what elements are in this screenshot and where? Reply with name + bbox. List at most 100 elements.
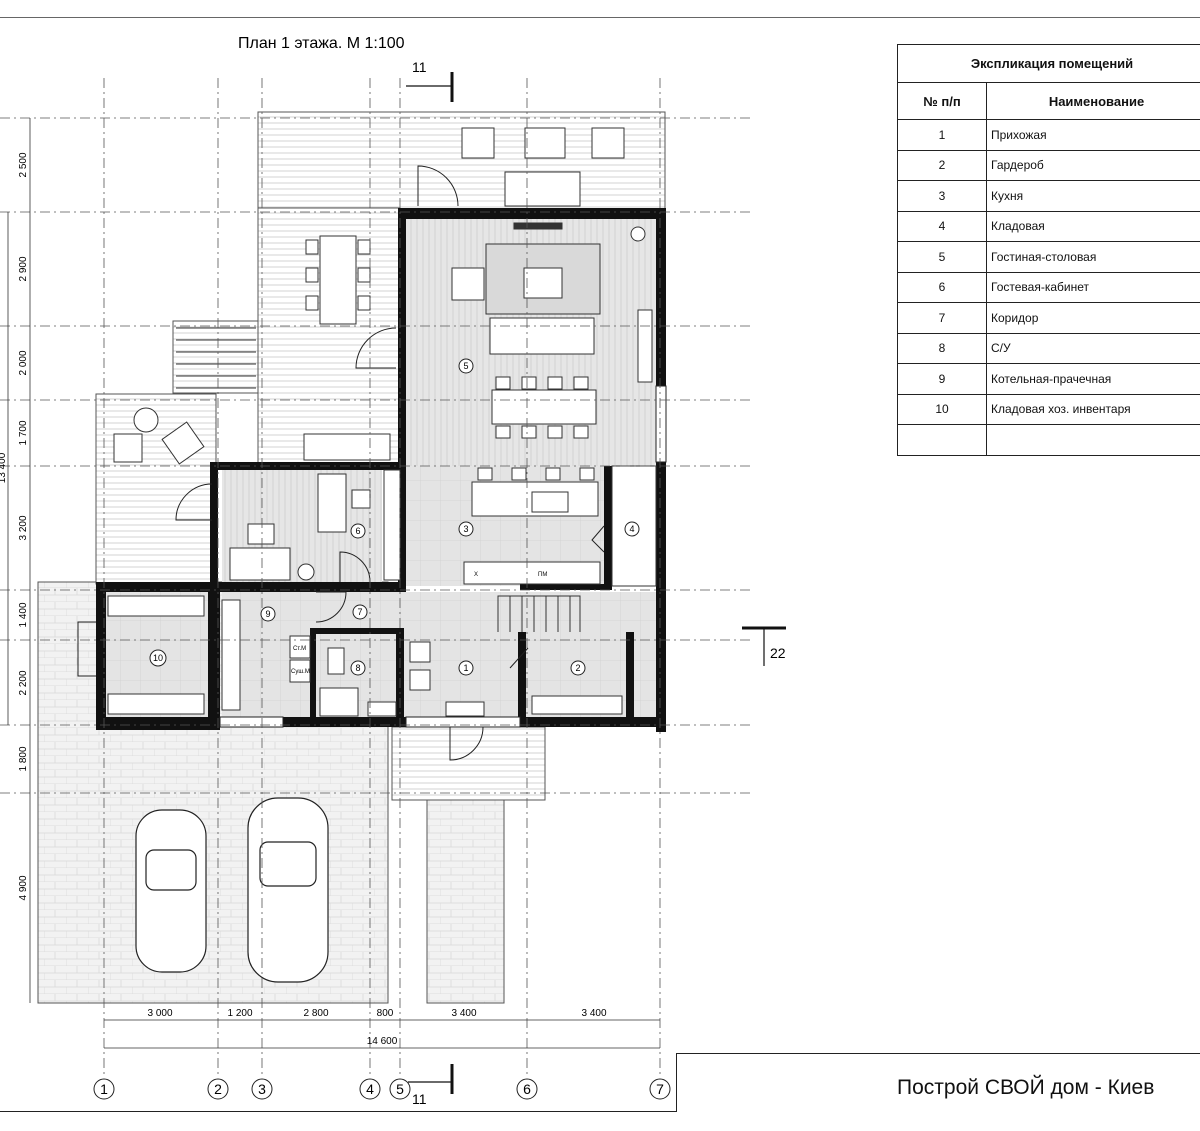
row-num xyxy=(897,424,987,456)
row-num: 2 xyxy=(897,149,987,181)
axis-label-2: 2 xyxy=(214,1081,222,1097)
axis-bubbles: 1 2 3 4 5 6 7 xyxy=(93,1078,671,1100)
dim-left-6: 1 400 xyxy=(18,602,29,627)
section-mark-right: 22 xyxy=(742,626,786,666)
dim-left-9: 4 900 xyxy=(18,875,29,900)
plan-title: План 1 этажа. М 1:100 xyxy=(238,35,405,52)
axis-label-7: 7 xyxy=(656,1081,664,1097)
room-tag-5: 5 xyxy=(458,358,474,374)
row-name: Кухня xyxy=(986,180,1200,212)
dim-left-8: 1 800 xyxy=(18,746,29,771)
dim-left-7: 2 200 xyxy=(18,670,29,695)
title-block: Построй СВОЙ дом - Киев xyxy=(676,1053,1200,1112)
row-name: Котельная-прачечная xyxy=(986,363,1200,395)
room-tag-6-label: 6 xyxy=(355,526,360,536)
dryer-label: Суш.М xyxy=(291,669,310,675)
room-tags: 1 2 3 4 5 6 7 8 9 10 xyxy=(149,358,640,676)
table-row xyxy=(897,424,1200,456)
dim-bottom-4: 800 xyxy=(377,1008,394,1019)
dim-bottom-3: 2 800 xyxy=(303,1008,328,1019)
row-num: 8 xyxy=(897,332,987,364)
dim-bottom-2: 1 200 xyxy=(227,1008,252,1019)
room-tag-4: 4 xyxy=(624,521,640,537)
axis-bubble-5: 5 xyxy=(389,1078,411,1100)
dim-left-1: 2 500 xyxy=(18,152,29,177)
furniture xyxy=(107,127,657,717)
room-tag-10: 10 xyxy=(149,649,167,667)
washer-label: Ст.М xyxy=(293,646,306,652)
explication-table: Экспликация помещений № п/п Наименование… xyxy=(897,44,1200,456)
room-tag-2-label: 2 xyxy=(575,663,580,673)
row-name: С/У xyxy=(986,332,1200,364)
dim-bottom-1: 3 000 xyxy=(147,1008,172,1019)
floor-plan-drawing: План 1 этажа. М 1:100 11 11 22 1 2 3 4 5… xyxy=(0,35,786,1107)
room-tag-7-label: 7 xyxy=(357,607,362,617)
axis-label-3: 3 xyxy=(258,1081,266,1097)
section-mark-right-label: 22 xyxy=(770,645,786,661)
dim-left-2: 2 900 xyxy=(18,256,29,281)
dim-bottom-6: 3 400 xyxy=(581,1008,606,1019)
row-name: Кладовая xyxy=(986,210,1200,242)
room-tag-1: 1 xyxy=(458,660,474,676)
entry-porch xyxy=(391,726,546,801)
dim-bottom-5: 3 400 xyxy=(451,1008,476,1019)
dim-left-3: 2 000 xyxy=(18,350,29,375)
doors xyxy=(77,165,605,761)
axis-label-5: 5 xyxy=(396,1081,404,1097)
section-mark-top-label: 11 xyxy=(412,59,427,75)
dim-total-bottom: 14 600 xyxy=(367,1036,398,1047)
axis-bubble-1: 1 xyxy=(93,1078,115,1100)
dim-total-left: 13 400 xyxy=(0,452,8,483)
room-tag-10-label: 10 xyxy=(153,653,163,663)
terrace-corner xyxy=(95,393,217,585)
axis-bubble-2: 2 xyxy=(207,1078,229,1100)
row-name: Гостиная-столовая xyxy=(986,241,1200,273)
row-name: Кладовая хоз. инвентаря xyxy=(986,393,1200,425)
row-num: 9 xyxy=(897,363,987,395)
fixture-labels: Ст.М Суш.М Х ПМ xyxy=(291,572,547,675)
row-num: 7 xyxy=(897,302,987,334)
left-dimensions: 2 500 2 900 2 000 1 700 3 200 1 400 2 20… xyxy=(0,152,29,900)
explication-table-wrapper: Экспликация помещений № п/п Наименование… xyxy=(897,44,1200,456)
axis-bubble-7: 7 xyxy=(649,1078,671,1100)
section-mark-top: 11 xyxy=(406,59,454,102)
room-tag-7: 7 xyxy=(352,604,368,620)
room-tag-8: 8 xyxy=(350,660,366,676)
axis-bubble-3: 3 xyxy=(251,1078,273,1100)
room-tag-1-label: 1 xyxy=(463,663,468,673)
room-tag-9-label: 9 xyxy=(265,609,270,619)
dimension-lines xyxy=(7,118,660,1049)
row-num: 4 xyxy=(897,210,987,242)
row-num: 6 xyxy=(897,271,987,303)
terrace-top xyxy=(257,111,666,211)
explication-col-num: № п/п xyxy=(897,82,987,120)
section-mark-bottom-label: 11 xyxy=(412,1091,427,1107)
row-name xyxy=(986,424,1200,456)
row-name: Коридор xyxy=(986,302,1200,334)
room-tag-4-label: 4 xyxy=(629,524,634,534)
axis-label-4: 4 xyxy=(366,1081,374,1097)
grid-lines xyxy=(0,78,750,1075)
explication-col-name: Наименование xyxy=(986,82,1200,120)
dim-left-4: 1 700 xyxy=(18,420,29,445)
cars xyxy=(135,797,329,983)
row-name: Гостевая-кабинет xyxy=(986,271,1200,303)
row-name: Гардероб xyxy=(986,149,1200,181)
row-num: 10 xyxy=(897,393,987,425)
row-num: 5 xyxy=(897,241,987,273)
row-num: 3 xyxy=(897,180,987,212)
axis-label-6: 6 xyxy=(523,1081,531,1097)
row-num: 1 xyxy=(897,119,987,151)
room-tag-6: 6 xyxy=(350,523,366,539)
room-tag-9: 9 xyxy=(260,606,276,622)
